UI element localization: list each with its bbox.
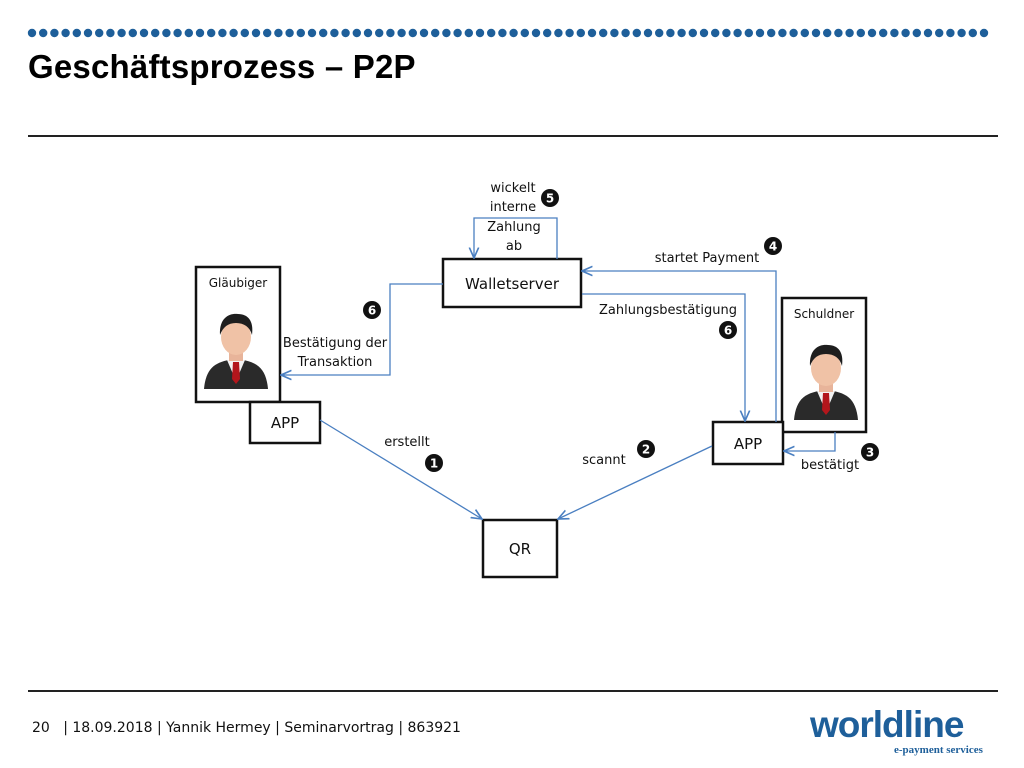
walletserver-label: Walletserver (465, 275, 560, 293)
step-6-left-label-line: Bestätigung der (283, 336, 388, 351)
qr-box: QR (481, 518, 559, 579)
svg-text:5: 5 (546, 192, 554, 206)
svg-text:6: 6 (368, 304, 376, 318)
footer-divider (28, 690, 998, 692)
app-left-box: APP (248, 400, 322, 445)
svg-text:1: 1 (430, 457, 438, 471)
step-badge: 4 (764, 237, 782, 255)
step-1-label: erstellt (384, 435, 430, 450)
step-badge: 2 (637, 440, 655, 458)
app-right-box: APP (711, 420, 785, 466)
arrow-zahlungsbestaetigung (582, 293, 745, 421)
app-left-label: APP (271, 414, 299, 432)
slide-footer: 20 | 18.09.2018 | Yannik Hermey | Semina… (32, 720, 461, 736)
arrow-bestaetigung-transaktion (281, 283, 443, 375)
step-badge: 6 (363, 301, 381, 319)
page-number: 20 (32, 720, 50, 736)
logo-wordmark: worldline (810, 704, 964, 745)
slide-title: Geschäftsprozess – P2P (28, 48, 416, 85)
step-badge: 3 (861, 443, 879, 461)
glaeubiger-card: Gläubiger (194, 265, 282, 404)
step-6-left-label-line: Transaktion (297, 355, 373, 370)
step-badge: 5 (541, 189, 559, 207)
step-badge: 1 (425, 454, 443, 472)
arrow-bestaetigt (784, 432, 836, 451)
step-3-label: bestätigt (801, 458, 859, 473)
arrow-erstellt (319, 419, 482, 519)
title-divider (28, 135, 998, 137)
qr-label: QR (509, 540, 531, 558)
step-6-right-label: Zahlungsbestätigung (599, 303, 737, 318)
step-5-label-line: Zahlung (487, 220, 540, 235)
arrow-interne-zahlung (474, 217, 558, 259)
arrow-startet-payment (582, 271, 777, 422)
app-right-label: APP (734, 435, 762, 453)
step-5-label-line: ab (506, 239, 522, 254)
step-4-label: startet Payment (655, 251, 759, 266)
step-5-label-line: wickelt (490, 181, 535, 196)
schuldner-label: Schuldner (794, 307, 854, 321)
p2p-process-diagram: Gläubiger Schuldner Walletserver APP APP… (194, 181, 879, 579)
svg-text:3: 3 (866, 446, 874, 460)
glaeubiger-label: Gläubiger (209, 276, 268, 290)
arrow-scannt (558, 445, 713, 519)
top-dotted-border (27, 28, 989, 38)
svg-text:4: 4 (769, 240, 777, 254)
svg-text:6: 6 (724, 324, 732, 338)
step-badge: 6 (719, 321, 737, 339)
step-5-label-line: interne (490, 200, 536, 215)
walletserver-box: Walletserver (441, 257, 583, 309)
footer-info: | 18.09.2018 | Yannik Hermey | Seminarvo… (63, 720, 461, 736)
step-2-label: scannt (582, 453, 625, 468)
svg-text:2: 2 (642, 443, 650, 457)
schuldner-card: Schuldner (780, 296, 868, 434)
logo-tagline: e-payment services (894, 744, 983, 756)
